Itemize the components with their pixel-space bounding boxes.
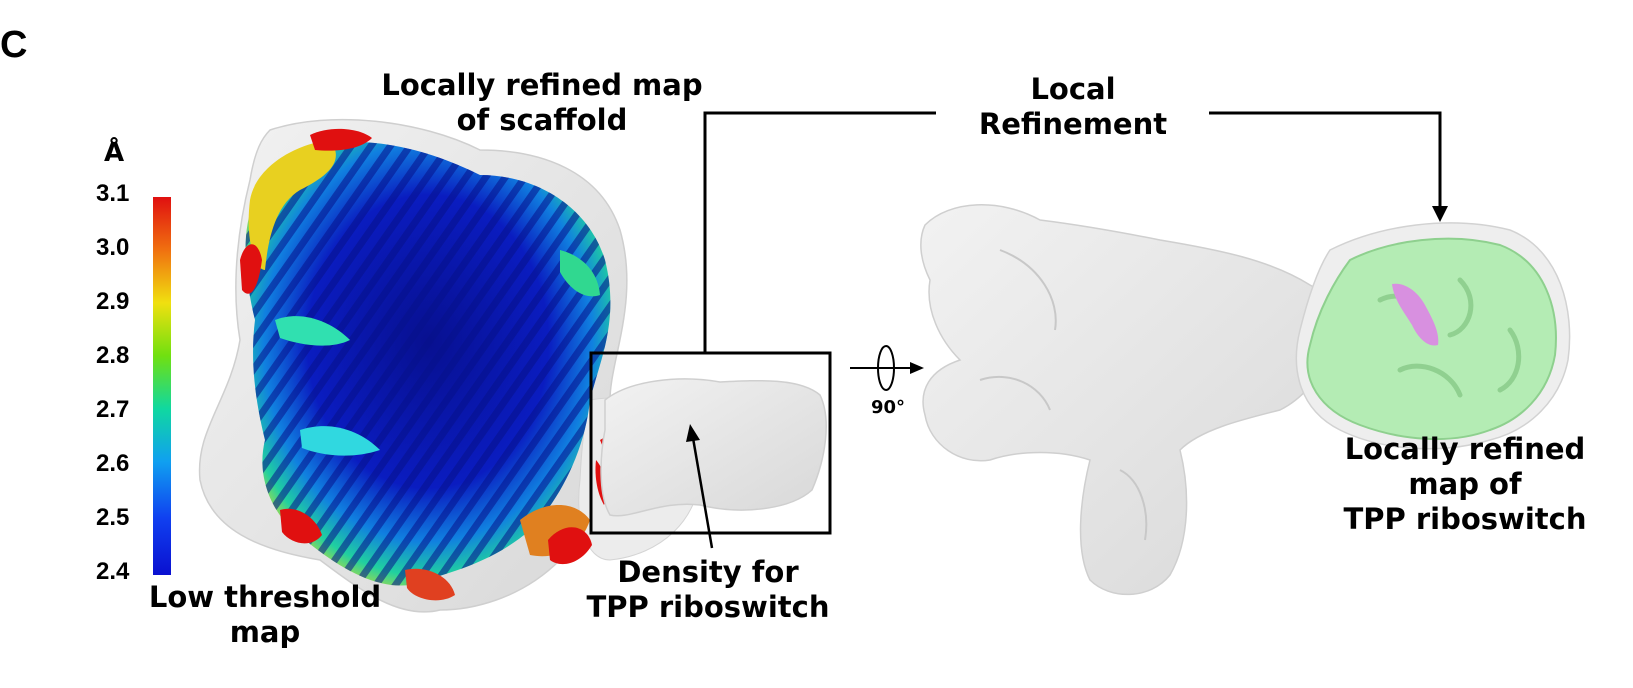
colorbar-tick: 2.6 [96, 450, 130, 477]
ligand-density [1392, 283, 1439, 346]
rotated-scaffold-map [920, 204, 1339, 596]
colorbar-tick: 2.7 [96, 396, 130, 423]
label-tpp-map: Locally refined map of TPP riboswitch [1343, 432, 1587, 536]
colorbar [153, 197, 171, 575]
colorbar-tick: 3.1 [96, 180, 130, 207]
colorbar-tick: 2.8 [96, 342, 130, 369]
label-scaffold-map: Locally refined map of scaffold [381, 68, 703, 137]
colorbar-unit: Å [104, 138, 125, 168]
colorbar-tick: 2.9 [96, 288, 130, 315]
colorbar-tick: 3.0 [96, 234, 130, 261]
tpp-density-surface [600, 378, 827, 517]
label-low-threshold-map: Low threshold map [148, 580, 382, 649]
colorbar-tick: 2.4 [96, 558, 130, 585]
panel-letter: C [0, 24, 28, 66]
label-local-refinement: Local Refinement [978, 72, 1168, 141]
label-rotation: 90° [870, 397, 906, 418]
label-density-tpp: Density for TPP riboswitch [586, 555, 830, 624]
colorbar-tick: 2.5 [96, 504, 130, 531]
